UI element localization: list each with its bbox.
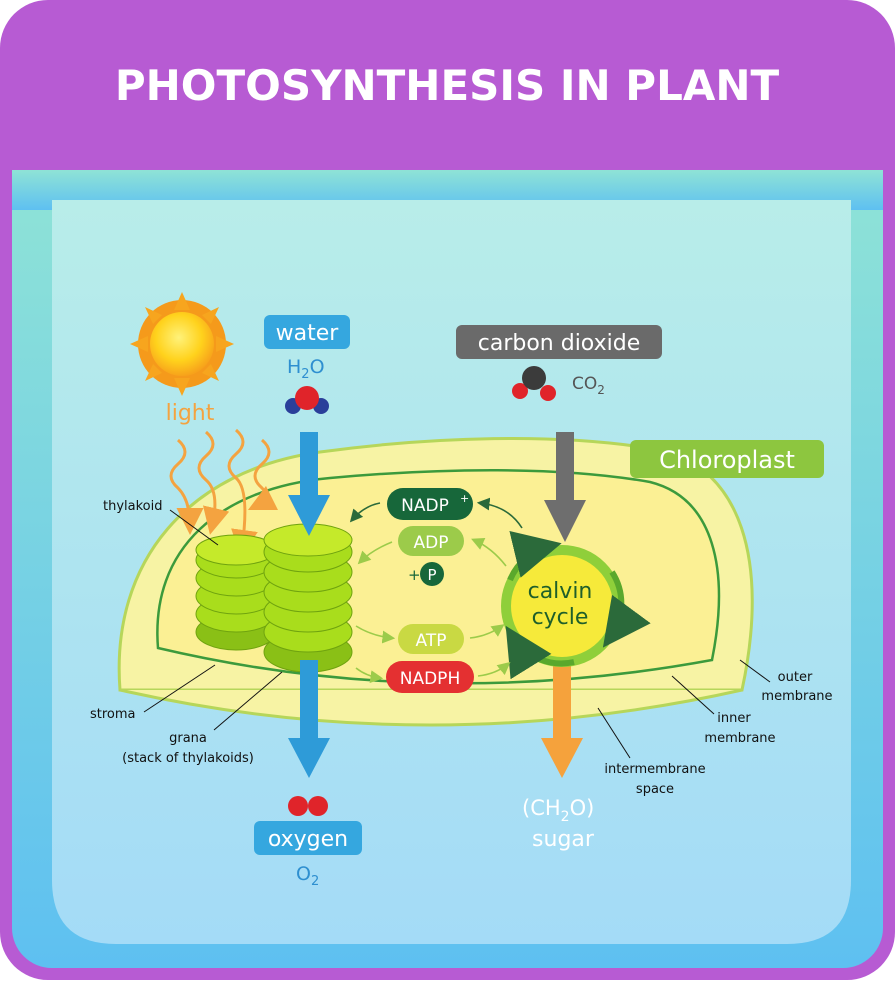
inner-label: inner (717, 711, 751, 726)
ch2o-formula: (CH2O) (522, 796, 594, 825)
water-molecule-icon (285, 386, 329, 414)
oxygen-label: oxygen (268, 827, 348, 852)
adp-text: ADP (414, 533, 449, 553)
cycle-label: cycle (532, 605, 589, 630)
plus-sign: + (408, 566, 421, 584)
light-label: light (166, 401, 215, 426)
stroma-label: stroma (90, 707, 136, 722)
outer-membrane-label: membrane (761, 689, 832, 704)
oxygen-molecule-icon (288, 796, 328, 816)
nadp-plus-badge (387, 488, 473, 520)
nadph-badge (386, 661, 474, 693)
co2-formula: CO2 (572, 374, 605, 397)
page-title: PHOTOSYNTHESIS IN PLANT (115, 61, 780, 110)
o2-formula: O2 (296, 863, 319, 889)
outer-membrane-pointer (739, 659, 771, 683)
co2-molecule-icon (512, 366, 556, 401)
calvin-cycle (501, 531, 651, 680)
outer-label: outer (778, 670, 813, 685)
thylakoid-pointer (169, 509, 219, 546)
grana-label: grana (169, 731, 207, 746)
light-rays (169, 428, 279, 557)
grana-note: (stack of thylakoids) (122, 751, 254, 766)
thylakoid-label: thylakoid (103, 499, 163, 514)
phosphate-text: P (427, 566, 436, 584)
grana-stack-left (195, 534, 277, 651)
atp-text: ATP (416, 631, 447, 651)
water-badge (264, 315, 350, 349)
carbon-dioxide-label: carbon dioxide (478, 331, 640, 356)
flow-arrows (349, 497, 523, 683)
intermembrane-label: intermembrane (604, 762, 705, 777)
calvin-label: calvin (528, 579, 593, 604)
grana-pointer (213, 671, 283, 731)
stroma-pointer (143, 664, 216, 713)
sugar-out-arrow (541, 660, 583, 778)
space-label: space (636, 782, 674, 797)
chloroplast-label: Chloroplast (659, 446, 795, 474)
h2o-formula: H2O (287, 356, 325, 382)
phosphate-badge (420, 562, 444, 586)
co2-badge (456, 325, 662, 359)
sun-icon (130, 292, 234, 396)
nadp-plus-text: NADP (401, 496, 449, 516)
grana-stack-right (263, 523, 353, 673)
sugar-label: sugar (532, 827, 595, 852)
water-in-arrow (288, 432, 330, 536)
inner-membrane-pointer (671, 675, 715, 715)
oxygen-badge (254, 821, 362, 855)
inner-membrane-label: membrane (704, 731, 775, 746)
atp-badge (398, 624, 464, 654)
nadph-text: NADPH (400, 669, 460, 689)
oxygen-out-arrow (288, 660, 330, 778)
chloroplast-badge (630, 440, 824, 478)
co2-in-arrow (544, 432, 586, 542)
adp-badge (398, 526, 464, 556)
nadp-plus-sup: + (460, 492, 469, 505)
water-label: water (276, 321, 340, 346)
intermembrane-pointer (597, 707, 631, 759)
